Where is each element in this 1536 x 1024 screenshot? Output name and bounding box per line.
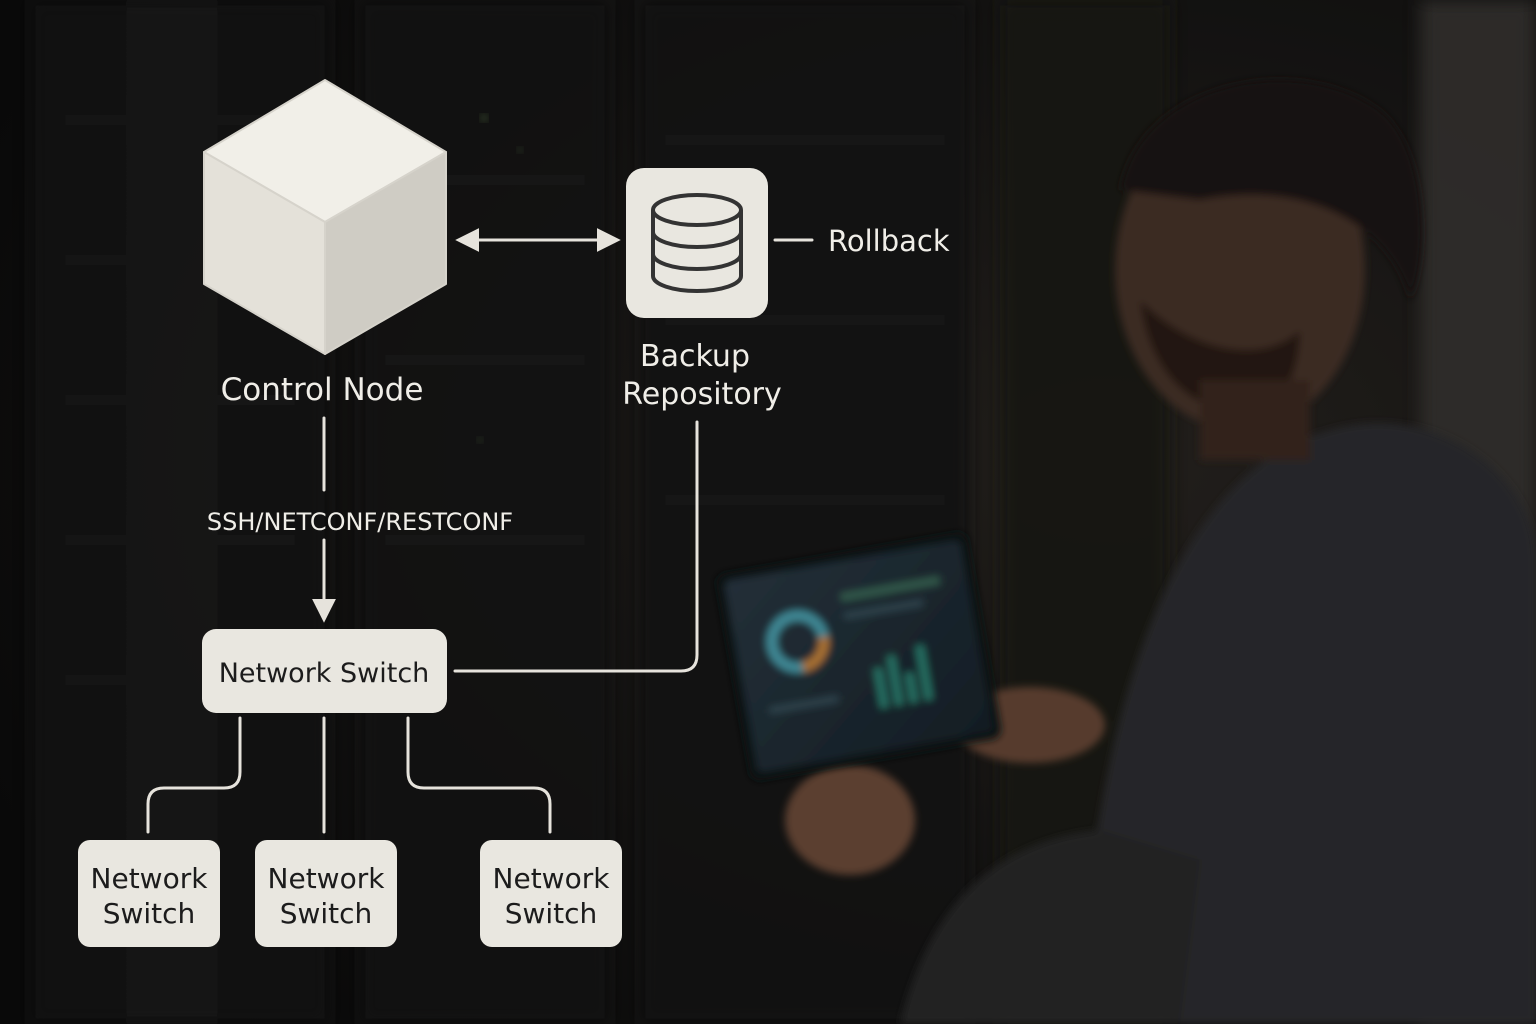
- network-switch-main: Network Switch: [202, 629, 447, 713]
- control-node-label: Control Node: [221, 372, 424, 408]
- backup-repository-label-line1: Backup: [640, 339, 750, 374]
- child-switch-2-line2: Switch: [280, 897, 373, 930]
- network-switch-child-3: Network Switch: [480, 840, 622, 947]
- backup-to-switch-link: [453, 420, 699, 673]
- child-switch-1-line1: Network: [91, 862, 209, 895]
- child-switch-3-line2: Switch: [505, 897, 598, 930]
- backup-repository-label-line2: Repository: [622, 377, 782, 412]
- protocol-label: SSH/NETCONF/RESTCONF: [207, 508, 513, 536]
- network-switch-main-label: Network Switch: [219, 658, 430, 689]
- switch-to-child-1-link: [146, 716, 242, 834]
- connectors: [146, 228, 814, 834]
- child-switch-1-line2: Switch: [103, 897, 196, 930]
- rollback-label: Rollback: [828, 224, 950, 258]
- cube-icon: [203, 79, 447, 355]
- backup-repository-node: [626, 168, 768, 318]
- database-icon: [651, 193, 743, 293]
- network-switch-child-1: Network Switch: [78, 840, 220, 947]
- network-switch-child-2: Network Switch: [255, 840, 397, 947]
- child-switch-2-line1: Network: [268, 862, 386, 895]
- switch-to-child-3-link: [406, 716, 552, 834]
- child-switch-3-line1: Network: [493, 862, 611, 895]
